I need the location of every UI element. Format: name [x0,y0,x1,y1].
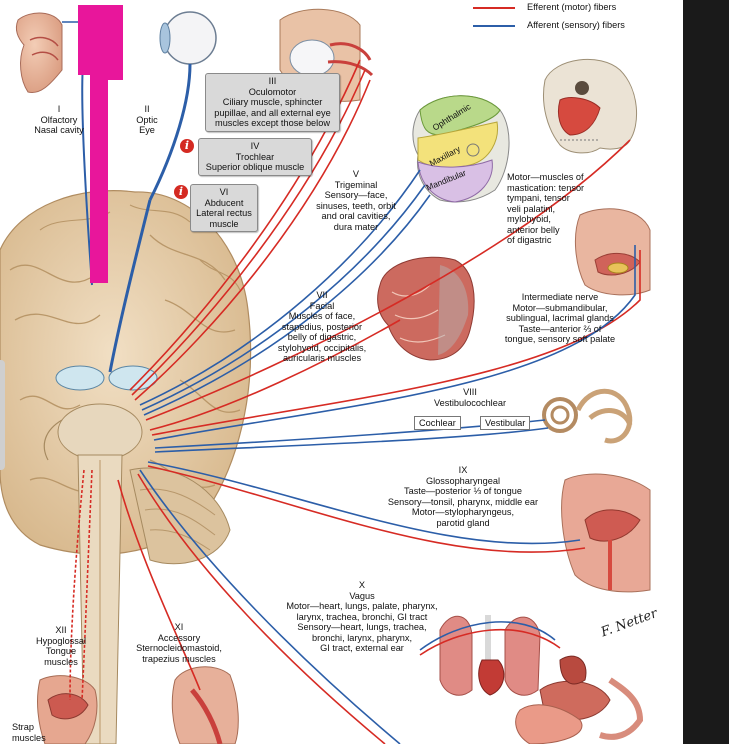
efferent-legend-label: Efferent (motor) fibers [527,2,617,12]
trigeminal-label: V Trigeminal Sensory—face, sinuses, teet… [316,169,396,232]
glossopharyngeal-label: IX Glossopharyngeal Taste—posterior ⅓ of… [387,465,539,528]
highlight-annotation [78,5,123,283]
abducent-info-icon[interactable]: i [174,185,188,199]
afferent-legend-label: Afferent (sensory) fibers [527,20,625,30]
olfactory-label: I Olfactory Nasal cavity [34,104,84,135]
nasal-cavity-illustration [15,12,92,94]
right-dark-panel [683,0,729,744]
abducent-label-box: VI Abducent Lateral rectus muscle [190,184,258,232]
hypoglossal-label: XII Hypoglossal Tongue muscles [35,625,87,667]
neck-muscles-illustration [171,666,239,744]
optic-label: II Optic Eye [136,104,158,135]
strap-muscles-label: Strap muscles [12,722,46,743]
facial-muscles-head-illustration [377,256,475,361]
accessory-label: XI Accessory Sternocleidomastoid, trapez… [136,622,222,664]
inner-ear-illustration [542,388,633,444]
vestibular-tag: Vestibular [480,416,531,430]
vestibulocochlear-label: VIII Vestibulocochlear [433,387,506,408]
vagus-label: X Vagus Motor—heart, lungs, palate, phar… [286,580,438,653]
trigeminal-motor-label: Motor—muscles of mastication: tensor tym… [507,172,585,245]
afferent-legend-line [473,25,515,27]
efferent-legend-line [473,7,515,9]
scroll-edge-handle[interactable] [0,360,5,470]
trigeminal-zones-illustration [412,95,510,203]
thoracic-abdominal-organs-illustration [439,615,644,744]
eyeball-illustration [148,11,217,201]
skull-illustration [542,58,638,154]
oculomotor-label-box: III Oculomotor Ciliary muscle, sphincter… [205,73,340,132]
artist-signature: F. Netter [598,606,660,641]
cochlear-tag: Cochlear [414,416,461,430]
throat-section-illustration [561,473,651,593]
mouth-section-illustration [575,208,651,296]
trochlear-info-icon[interactable]: i [180,139,194,153]
brain-illustration [0,190,252,744]
intermediate-nerve-label: Intermediate nerve Motor—submandibular, … [504,292,616,344]
trochlear-label-box: IV Trochlear Superior oblique muscle [198,138,312,176]
facial-label: VII Facial Muscles of face, stapedius, p… [277,290,367,363]
